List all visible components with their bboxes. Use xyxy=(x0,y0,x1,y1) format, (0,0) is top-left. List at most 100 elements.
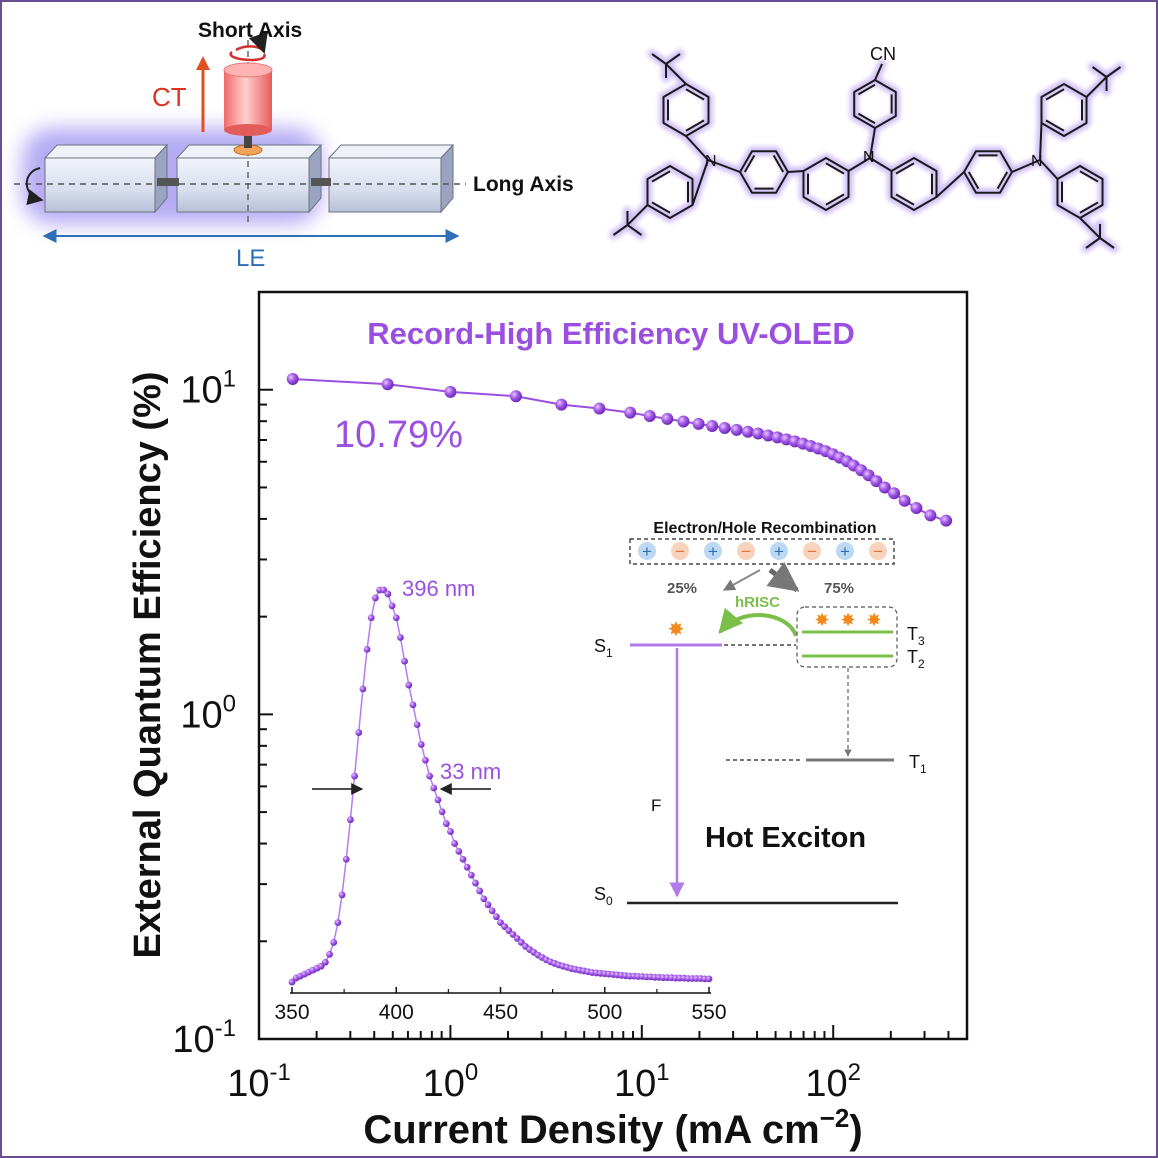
el-data-point xyxy=(401,657,408,665)
x-tick-label: 101 xyxy=(614,1059,670,1105)
double-bond xyxy=(743,154,756,173)
rotor-schematic: CT Short Axis Long Axis LE xyxy=(14,19,574,272)
triplet-box xyxy=(796,606,898,668)
hole-sign: + xyxy=(708,542,718,561)
tbu-methyl xyxy=(651,53,667,65)
nitrogen-label: N xyxy=(1031,153,1043,170)
el-data-point xyxy=(367,614,375,622)
hole-icon xyxy=(638,542,656,560)
electron-sign: − xyxy=(873,542,883,561)
inset-x-tick-label: 450 xyxy=(483,1001,518,1024)
connector-left xyxy=(157,178,179,186)
el-data-point xyxy=(384,590,392,598)
rotor-cylinder-top xyxy=(223,62,273,78)
tbu-methyl xyxy=(1085,237,1101,249)
eqe-data-point xyxy=(878,481,891,494)
tbu-methyl xyxy=(1105,66,1122,78)
fwhm-label: 33 nm xyxy=(440,759,501,784)
central-n-bond-l xyxy=(847,157,871,172)
double-bond xyxy=(772,154,785,173)
molecule-bonds xyxy=(612,53,1122,249)
el-data-point xyxy=(351,772,358,780)
el-data-point xyxy=(434,796,442,804)
double-bond xyxy=(685,88,705,101)
x-axis-label: Current Density (mA cm−2) xyxy=(363,1103,862,1152)
el-data-point xyxy=(488,907,496,915)
left-n-phenyl-bond xyxy=(707,159,741,173)
x-tick-label: 100 xyxy=(423,1059,479,1105)
el-data-point xyxy=(359,685,367,693)
short-axis-rotation-arrow xyxy=(229,51,266,62)
el-data-point xyxy=(417,741,425,748)
hrisc-arrow xyxy=(718,607,798,637)
cn-bond xyxy=(874,63,883,81)
double-bond xyxy=(685,119,705,132)
el-data-point xyxy=(388,602,396,610)
eqe-data-point xyxy=(286,373,299,386)
eqe-data-point xyxy=(509,390,522,403)
el-data-point xyxy=(447,828,454,835)
hot-exciton-diagram: Electron/Hole Recombination +−+−+−+− 25%… xyxy=(594,520,927,908)
y-axis-label: External Quantum Efficiency (%) xyxy=(127,371,169,958)
block-left xyxy=(43,143,169,214)
left-n-bond-2 xyxy=(691,159,709,206)
eqe-data-point xyxy=(752,427,765,440)
el-data-point xyxy=(438,808,446,816)
x-tick-label: 10-1 xyxy=(227,1059,291,1105)
el-data-point xyxy=(476,887,484,895)
electron-icon xyxy=(803,542,821,560)
eqe-data-point xyxy=(381,378,394,391)
singlet-percent: 25% xyxy=(667,580,697,597)
el-data-point xyxy=(392,614,400,622)
tbu-methyl xyxy=(1091,66,1108,78)
el-data-point xyxy=(413,721,421,729)
hole-sign: + xyxy=(774,542,784,561)
double-bond xyxy=(967,171,980,190)
chart-title: Record-High Efficiency UV-OLED xyxy=(367,316,854,351)
eqe-data-point xyxy=(444,385,457,398)
t3-label: T3 xyxy=(907,624,925,648)
double-bond xyxy=(895,193,915,206)
el-data-point xyxy=(355,729,363,736)
el-data-point xyxy=(330,939,338,946)
y-tick-label: 10-1 xyxy=(172,1015,236,1061)
el-data-point xyxy=(409,701,417,709)
electron-sign: − xyxy=(807,542,817,561)
s1-exciton-star: ✸ xyxy=(668,619,685,641)
charge-box xyxy=(629,538,895,565)
t2-label: T2 xyxy=(907,647,925,671)
el-data-point xyxy=(451,840,459,847)
left-n-bond-1 xyxy=(685,135,709,161)
double-bond xyxy=(651,201,671,214)
right-n-bond-2 xyxy=(1039,159,1059,180)
eqe-data-point xyxy=(624,406,637,419)
el-data-point xyxy=(326,950,333,958)
tbu-bond xyxy=(665,63,687,85)
hole-icon xyxy=(704,542,722,560)
s0-label: S0 xyxy=(594,884,613,908)
tbu-methyl xyxy=(665,53,681,65)
long-axis-label: Long Axis xyxy=(473,173,574,196)
el-data-point xyxy=(334,919,342,927)
el-data-point xyxy=(397,634,404,641)
tbu-bond xyxy=(1085,76,1108,98)
eqe-data-point xyxy=(706,420,719,433)
eqe-data-point xyxy=(888,487,901,500)
t3-exciton-star-2: ✸ xyxy=(840,610,855,630)
hole-icon xyxy=(836,542,854,560)
central-n-bond-r xyxy=(869,157,893,172)
triplet-percent: 75% xyxy=(824,580,854,597)
double-bond xyxy=(1045,88,1065,101)
el-data-point xyxy=(484,901,492,909)
el-data-point xyxy=(363,646,371,653)
eqe-data-point xyxy=(924,509,937,522)
biaryl-bond-l xyxy=(787,170,804,173)
el-data-point xyxy=(372,594,379,602)
t3-exciton-star-1: ✸ xyxy=(814,610,829,630)
le-label: LE xyxy=(236,245,265,272)
electron-icon xyxy=(671,542,689,560)
el-data-point xyxy=(321,958,329,966)
tbu-methyl xyxy=(1099,237,1115,249)
